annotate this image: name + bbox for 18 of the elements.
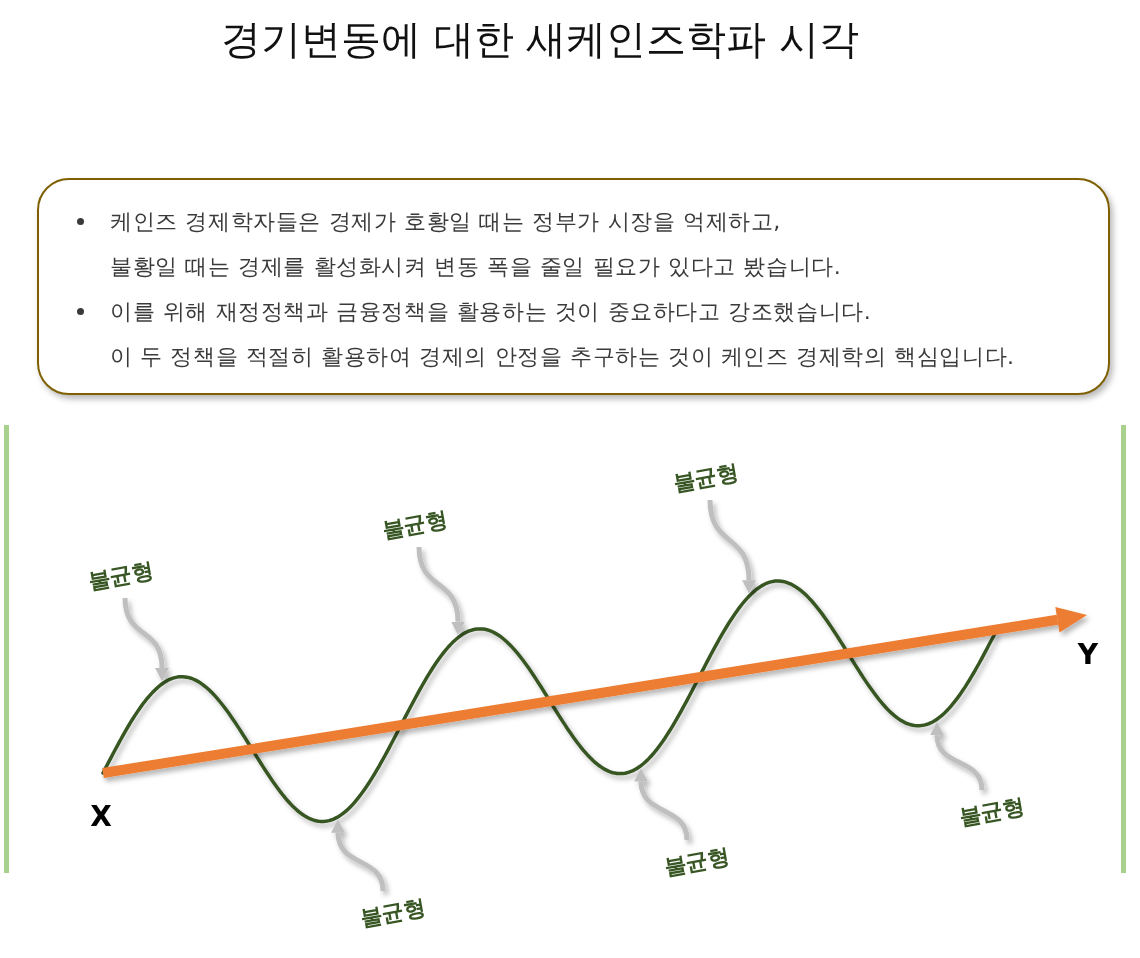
callout-label: 불균형 bbox=[957, 792, 1027, 832]
leader-arrow bbox=[331, 819, 386, 892]
leader-arrow bbox=[634, 768, 690, 841]
leader-arrow bbox=[416, 546, 465, 635]
leader-arrow bbox=[930, 722, 985, 791]
endpoint-label: Y bbox=[1077, 639, 1099, 671]
title: 경기변동에 대한 새케인즈학파 시각 bbox=[220, 15, 860, 64]
info-box bbox=[37, 178, 1110, 395]
callout-label: 불균형 bbox=[86, 556, 156, 596]
callout-label: 불균형 bbox=[671, 458, 741, 498]
callout-label: 불균형 bbox=[662, 842, 732, 882]
endpoint-label: X bbox=[90, 801, 112, 833]
bullet-text: 케인즈 경제학자들은 경제가 호황일 때는 정부가 시장을 억제하고, 불황일 때는 경제를 활성화시켜 변동 폭을 줄일 필요가 있다고 봤습니다. bbox=[110, 208, 842, 281]
leader-arrow bbox=[122, 597, 169, 681]
callout-label: 불균형 bbox=[380, 505, 450, 545]
bullet-text: 이를 위해 재정정책과 금융정책을 활용하는 것이 중요하다고 강조했습니다. 이 두 정책을 적절히 활용하여 경제의 안정을 추구하는 것이 케인즈 경제학의 핵심입니다. bbox=[110, 298, 1015, 371]
leader-arrow bbox=[707, 499, 756, 594]
callout-label: 불균형 bbox=[358, 893, 428, 933]
